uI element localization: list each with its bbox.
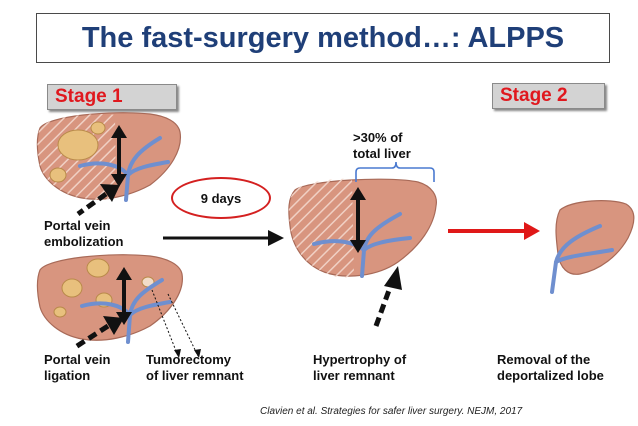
liver-embolization (36, 112, 182, 217)
days-ellipse: 9 days (171, 177, 271, 219)
percent-label: >30% of total liver (353, 130, 411, 161)
label-portal-vein-embolization: Portal vein embolization (44, 218, 124, 249)
stage-2-label: Stage 2 (492, 83, 605, 109)
page-title: The fast-surgery method…: ALPPS (81, 21, 565, 54)
liver-ligation (36, 254, 201, 358)
title-box: The fast-surgery method…: ALPPS (36, 13, 610, 63)
bracket-remnant (355, 161, 435, 182)
liver-hypertrophy (288, 178, 437, 327)
citation: Clavien et al. Strategies for safer live… (260, 406, 523, 417)
liver-remnant-final (550, 200, 635, 294)
label-portal-vein-ligation: Portal vein ligation (44, 352, 111, 383)
days-label: 9 days (200, 190, 242, 206)
stage-1-label: Stage 1 (47, 84, 177, 110)
label-tumorectomy: Tumorectomy of liver remnant (146, 352, 244, 383)
label-hypertrophy: Hypertrophy of liver remnant (313, 352, 407, 383)
label-removal: Removal of the deportalized lobe (497, 352, 604, 383)
